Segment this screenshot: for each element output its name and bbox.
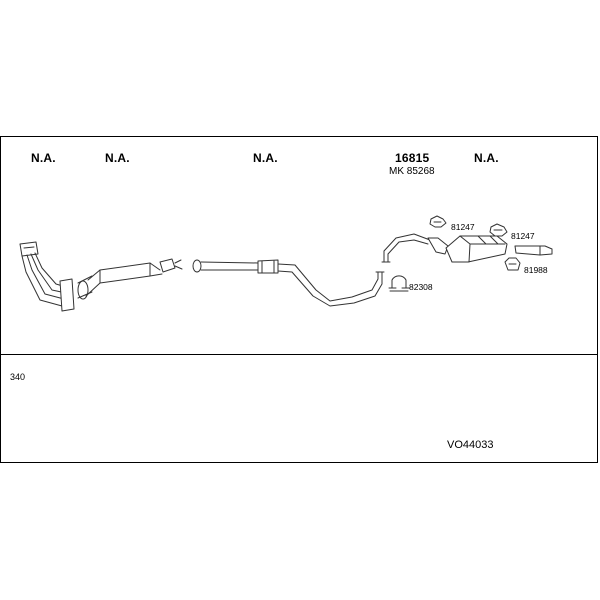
rear-silencer-icon	[381, 233, 508, 263]
accessory-code-4: 81988	[524, 265, 548, 275]
connector-pipe-icon	[192, 259, 279, 274]
pipe-clamp-icon	[388, 275, 410, 292]
footer-note: 340	[10, 372, 26, 382]
part-label-4: 16815	[395, 151, 430, 165]
accessory-code-1: 81247	[451, 222, 475, 232]
kit-label: MK 85268	[389, 166, 435, 177]
accessory-code-3: 82308	[409, 282, 433, 292]
footer-divider	[0, 354, 598, 355]
middle-pipe-icon	[277, 263, 385, 307]
rubber-hanger-icon	[429, 215, 521, 271]
accessory-code-2: 81247	[511, 231, 535, 241]
part-label-3: N.A.	[253, 151, 278, 165]
diagram-code: VO44033	[447, 439, 494, 451]
front-silencer-icon	[77, 258, 183, 300]
tailpipe-icon	[514, 245, 553, 256]
part-label-5: N.A.	[474, 151, 499, 165]
part-label-1: N.A.	[31, 151, 56, 165]
exhaust-manifold-pipe-icon	[19, 241, 75, 312]
part-label-2: N.A.	[105, 151, 130, 165]
diagram-frame	[0, 136, 598, 463]
